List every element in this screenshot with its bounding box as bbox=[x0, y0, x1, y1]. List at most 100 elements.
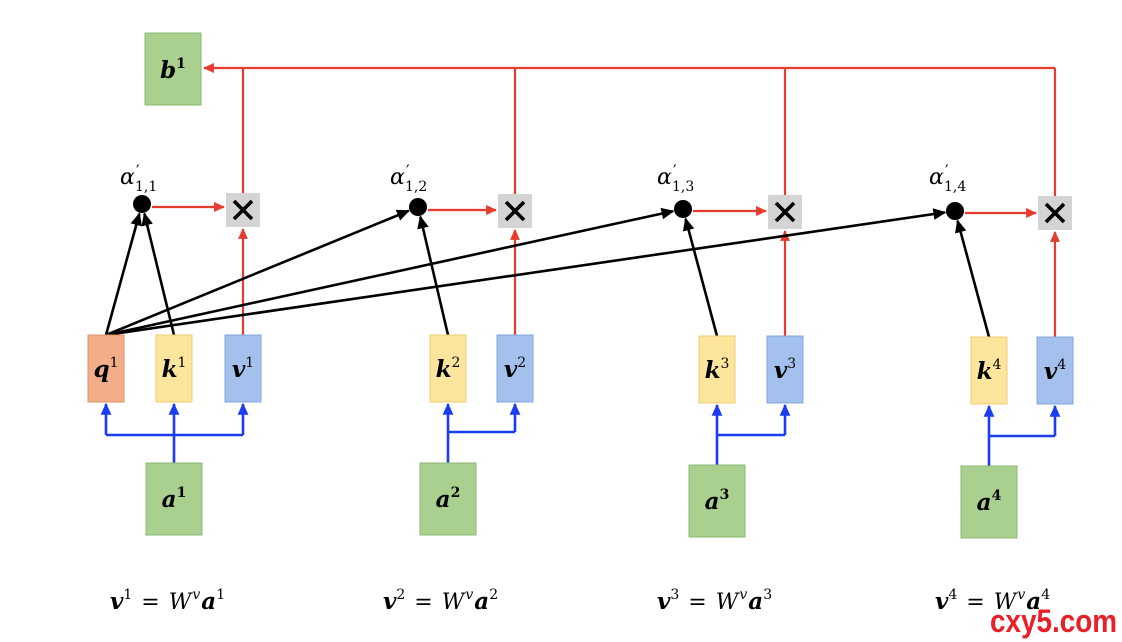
input-node-a3: a3 bbox=[688, 464, 746, 538]
arrow-q1-to-alpha-1-4 bbox=[105, 208, 947, 337]
output-symbol: b bbox=[160, 57, 176, 84]
key-box bbox=[429, 334, 467, 403]
equation-v4: v4=Wva4 bbox=[935, 587, 1050, 615]
value-label: v2 bbox=[504, 355, 526, 383]
output-index: 1 bbox=[176, 56, 186, 72]
equation-matrix-index: v bbox=[465, 587, 473, 603]
input-box bbox=[960, 465, 1018, 539]
attention-score-dot bbox=[409, 198, 427, 216]
equation-matrix: W bbox=[169, 590, 194, 615]
input-symbol: a bbox=[436, 486, 451, 513]
key-symbol: k bbox=[436, 356, 452, 383]
input-node-a4: a4 bbox=[960, 465, 1018, 539]
value-symbol: v bbox=[232, 356, 246, 383]
input-label: a2 bbox=[436, 485, 461, 513]
alpha-prime: ′ bbox=[673, 161, 677, 180]
key-label: k1 bbox=[162, 355, 187, 383]
input-label: a1 bbox=[162, 485, 187, 513]
key-node-k4: k4 bbox=[970, 336, 1008, 405]
alpha-symbol: α bbox=[390, 165, 405, 190]
equation-equals: = bbox=[141, 590, 159, 615]
input-symbol: a bbox=[705, 488, 720, 515]
multiply-icon bbox=[1044, 202, 1066, 224]
arrow-q1-to-alpha-1-2 bbox=[105, 209, 410, 337]
alpha-subscript: 1,1 bbox=[135, 179, 157, 195]
query-symbol: q bbox=[93, 356, 109, 383]
input-index: 1 bbox=[177, 485, 187, 501]
attention-score-1-2: α′1,2 bbox=[390, 161, 427, 216]
weighted-sum-lines bbox=[152, 63, 1060, 337]
key-node-k2: k2 bbox=[429, 334, 467, 403]
multiply-box-4 bbox=[1038, 196, 1072, 230]
value-label: v4 bbox=[1044, 357, 1066, 385]
input-index: 4 bbox=[992, 488, 1002, 504]
query-index: 1 bbox=[110, 355, 119, 371]
key-label: k4 bbox=[977, 357, 1002, 385]
equation-matrix-index: v bbox=[192, 587, 200, 603]
equation-lhs-index: 3 bbox=[670, 587, 679, 603]
value-index: 4 bbox=[1057, 357, 1066, 373]
attention-score-dot bbox=[946, 202, 964, 220]
equation-lhs: v bbox=[935, 588, 949, 615]
projection-trunk-a1 bbox=[106, 433, 243, 463]
alpha-subscript: 1,4 bbox=[944, 179, 966, 195]
projection-trunk-a2 bbox=[446, 430, 515, 463]
key-index: 2 bbox=[452, 355, 461, 371]
alpha-symbol: α bbox=[929, 165, 944, 190]
input-box bbox=[419, 462, 477, 536]
query-node-q1: q1 bbox=[87, 334, 125, 403]
input-label: a3 bbox=[705, 487, 730, 515]
key-symbol: k bbox=[977, 358, 993, 385]
equation-rhs: a bbox=[748, 588, 763, 615]
value-symbol: v bbox=[774, 357, 788, 384]
key-index: 4 bbox=[993, 357, 1002, 373]
value-box bbox=[224, 334, 262, 403]
value-box bbox=[766, 335, 804, 404]
equation-lhs-index: 4 bbox=[948, 587, 957, 603]
arrow-k3-to-alpha-1-3 bbox=[682, 217, 719, 337]
input-label: a4 bbox=[977, 488, 1002, 516]
value-node-v2: v2 bbox=[496, 334, 534, 403]
equation-matrix: W bbox=[994, 590, 1019, 615]
query-label: q1 bbox=[93, 355, 118, 383]
value-label: v3 bbox=[774, 356, 796, 384]
equation-rhs-index: 2 bbox=[489, 587, 498, 603]
key-box bbox=[970, 336, 1008, 405]
input-box bbox=[145, 462, 203, 536]
attention-score-label: α′1,2 bbox=[390, 161, 427, 195]
key-index: 1 bbox=[178, 355, 187, 371]
alpha-symbol: α bbox=[657, 165, 672, 190]
alpha-subscript: 1,3 bbox=[672, 179, 694, 195]
attention-score-label: α′1,3 bbox=[657, 161, 694, 195]
key-symbol: k bbox=[705, 357, 721, 384]
equation-v1: v1=Wva1 bbox=[110, 587, 225, 615]
multiply-box-3 bbox=[768, 195, 802, 229]
equation-equals: = bbox=[966, 590, 984, 615]
input-index: 3 bbox=[720, 487, 730, 503]
key-node-k3: k3 bbox=[698, 335, 736, 404]
value-symbol: v bbox=[1044, 358, 1058, 385]
equation-lhs-index: 2 bbox=[396, 587, 405, 603]
multiply-icon bbox=[774, 201, 796, 223]
attention-score-dot bbox=[674, 200, 692, 218]
value-index: 2 bbox=[517, 355, 526, 371]
equation-matrix-index: v bbox=[1017, 587, 1025, 603]
alpha-prime: ′ bbox=[136, 161, 140, 180]
alpha-subscript: 1,2 bbox=[405, 179, 427, 195]
arrow-q1-to-alpha-1-1 bbox=[104, 212, 142, 336]
input-node-a1: a1 bbox=[145, 462, 203, 536]
equation-rhs-index: 4 bbox=[1041, 587, 1050, 603]
input-index: 2 bbox=[451, 485, 461, 501]
equation-lhs: v bbox=[383, 588, 397, 615]
key-index: 3 bbox=[721, 356, 730, 372]
multiply-icon bbox=[232, 199, 254, 221]
key-box bbox=[155, 334, 193, 403]
attention-score-dot bbox=[133, 195, 151, 213]
attention-score-label: α′1,4 bbox=[929, 161, 966, 195]
value-index: 3 bbox=[787, 356, 796, 372]
attention-score-1-1: α′1,1 bbox=[120, 161, 157, 213]
alpha-symbol: α bbox=[120, 165, 135, 190]
equation-equals: = bbox=[688, 590, 706, 615]
arrow-k1-to-alpha-1-1 bbox=[141, 212, 176, 336]
query-box bbox=[87, 334, 125, 403]
